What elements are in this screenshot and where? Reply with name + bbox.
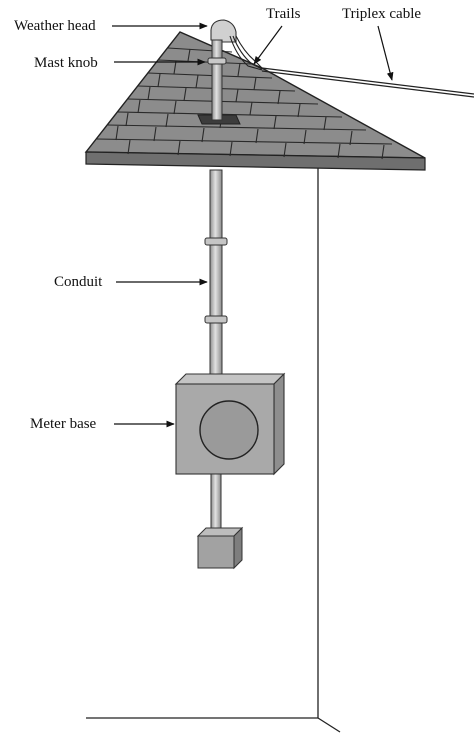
roof-fascia bbox=[85, 151, 426, 171]
label-triplex-cable: Triplex cable bbox=[342, 6, 421, 22]
meter-base bbox=[174, 372, 286, 476]
lower-conduit bbox=[210, 473, 222, 535]
pointer-triplex-cable bbox=[377, 25, 394, 81]
triplex-cable bbox=[261, 67, 474, 98]
label-mast-knob: Mast knob bbox=[34, 55, 98, 71]
meter-base-side bbox=[273, 372, 285, 476]
house-wall bbox=[86, 168, 341, 733]
label-conduit: Conduit bbox=[54, 274, 103, 290]
mast-knob bbox=[207, 57, 227, 65]
pointer-trails bbox=[253, 25, 283, 65]
label-weather-head: Weather head bbox=[14, 18, 96, 34]
meter-dial bbox=[199, 400, 259, 460]
roof-surface bbox=[84, 31, 426, 159]
conduit-strap-upper bbox=[204, 237, 228, 246]
label-meter-base: Meter base bbox=[30, 416, 97, 432]
meter-base-top bbox=[174, 373, 286, 385]
ground-box bbox=[196, 526, 244, 570]
conduit-strap-lower bbox=[204, 315, 228, 324]
roof bbox=[84, 31, 426, 171]
weather-head-icon bbox=[210, 19, 237, 43]
conduit bbox=[209, 169, 223, 381]
label-trails: Trails bbox=[266, 6, 301, 22]
service-mast bbox=[211, 39, 223, 121]
